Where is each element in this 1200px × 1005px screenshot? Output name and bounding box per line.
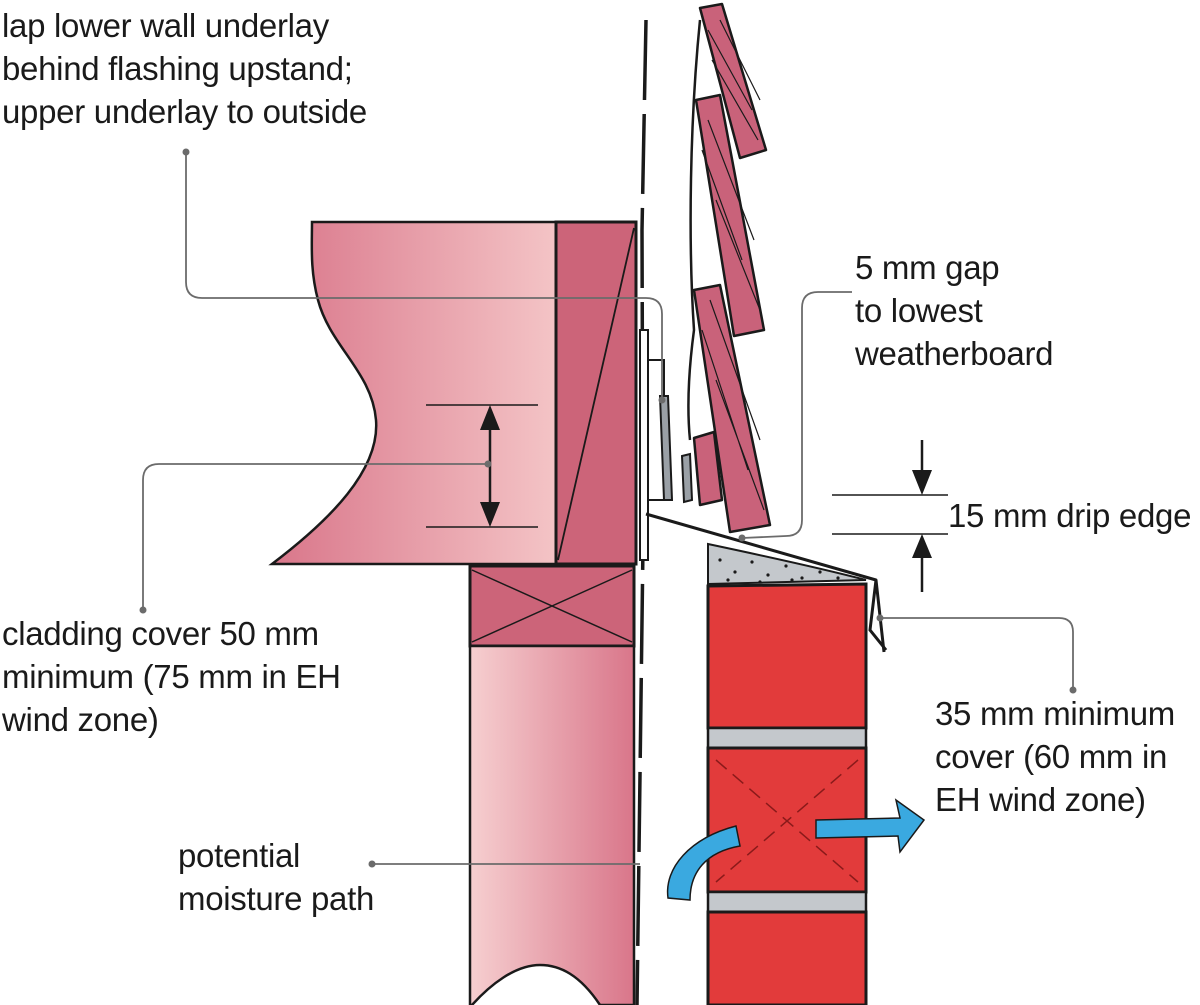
upper-framing-block <box>268 220 558 566</box>
leader-lines <box>142 152 1074 865</box>
mortar-speckle <box>718 558 840 584</box>
leader-dots <box>139 148 1077 868</box>
weatherboard-back-edge <box>687 19 702 441</box>
drip-edge-label: 15 mm drip edge <box>948 497 1192 534</box>
leader-gap <box>741 291 852 539</box>
leader-cladding <box>142 463 488 610</box>
lap-underlay-label: lap lower wall underlay behind flashing … <box>2 7 367 130</box>
moisture-path-label: potential moisture path <box>178 837 375 917</box>
flashing-hook <box>680 452 694 504</box>
upper-weatherboards <box>692 2 772 534</box>
moisture-arrow-out <box>815 798 926 854</box>
lower-top-plate-cross <box>471 569 633 643</box>
lower-stud <box>468 644 636 1005</box>
flashing-upstand <box>658 395 674 501</box>
flashing-mortar-bed <box>707 542 867 586</box>
cladding-cover-label: cladding cover 50 mm minimum (75 mm in E… <box>2 615 341 738</box>
gap-label: 5 mm gap to lowest weatherboard <box>855 249 1054 372</box>
drip-hook <box>868 579 888 651</box>
drip-edge-dimension <box>832 440 948 592</box>
moisture-arrow-in <box>666 825 741 901</box>
weatherboard-grain <box>701 19 765 511</box>
lower-cladding-bottom-block <box>706 910 868 1005</box>
leader-lap <box>185 152 663 400</box>
mortar-joint-1 <box>706 726 868 750</box>
middle-block-cross <box>715 759 859 883</box>
minimum-cover-label: 35 mm minimum cover (60 mm in EH wind zo… <box>935 695 1175 818</box>
underlay-strip <box>639 329 649 561</box>
lower-cladding-top-block <box>706 582 868 730</box>
building-wrap-line <box>635 19 648 1005</box>
leader-cover <box>880 617 1074 690</box>
mortar-joint-2 <box>706 890 868 914</box>
boundary-joist-cross <box>557 227 635 561</box>
